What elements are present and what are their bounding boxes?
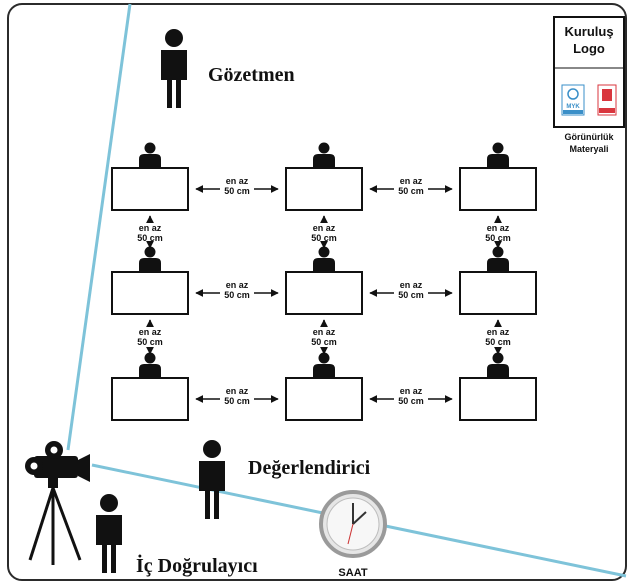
student-icon — [487, 246, 509, 272]
spacing-label-vertical-line2: 50 cm — [137, 337, 163, 347]
spacing-label-horizontal-line1: en az — [400, 176, 423, 186]
student-icon — [139, 142, 161, 168]
logo-caption-line2: Materyali — [569, 144, 608, 154]
internal-verifier-label: İç Doğrulayıcı — [136, 553, 258, 577]
spacing-label-horizontal-line1: en az — [400, 386, 423, 396]
desk — [459, 167, 537, 211]
student-icon — [313, 352, 335, 378]
desk — [111, 271, 189, 315]
student-icon — [139, 352, 161, 378]
spacing-label-vertical-line1: en az — [487, 327, 510, 337]
logo-line2: Logo — [573, 41, 605, 56]
spacing-label-horizontal-line1: en az — [226, 386, 249, 396]
spacing-label-vertical-line2: 50 cm — [485, 337, 511, 347]
spacing-label-horizontal-line1: en az — [226, 280, 249, 290]
logo-box: Kuruluş Logo MYK Görünürlük Materyali — [553, 16, 625, 154]
supervisor-label: Gözetmen — [208, 64, 295, 86]
spacing-label-vertical-line1: en az — [139, 223, 162, 233]
spacing-label-vertical-line1: en az — [313, 223, 336, 233]
camera-tripod-icon — [25, 441, 90, 565]
internal-verifier-person-icon — [96, 494, 122, 573]
red-badge-icon — [597, 84, 617, 116]
desk — [459, 377, 537, 421]
assessor-person-icon — [199, 440, 225, 519]
desk — [111, 167, 189, 211]
spacing-label-vertical-line2: 50 cm — [485, 233, 511, 243]
spacing-label-horizontal-line2: 50 cm — [224, 290, 250, 300]
spacing-label-vertical-line2: 50 cm — [311, 337, 337, 347]
supervisor-person-icon — [161, 29, 187, 108]
clock-label: SAAT — [338, 567, 367, 579]
spacing-label-horizontal-line1: en az — [400, 280, 423, 290]
student-icon — [139, 246, 161, 272]
myk-badge-icon: MYK — [561, 84, 585, 116]
spacing-label-horizontal-line2: 50 cm — [398, 396, 424, 406]
student-icon — [313, 246, 335, 272]
myk-badge-text: MYK — [566, 104, 580, 110]
spacing-label-horizontal-line2: 50 cm — [224, 186, 250, 196]
desk — [285, 167, 363, 211]
desk — [111, 377, 189, 421]
spacing-label-vertical-line1: en az — [139, 327, 162, 337]
spacing-label-vertical-line2: 50 cm — [311, 233, 337, 243]
student-icon — [487, 352, 509, 378]
spacing-label-horizontal-line2: 50 cm — [398, 186, 424, 196]
desk — [285, 377, 363, 421]
spacing-label-horizontal-line2: 50 cm — [224, 396, 250, 406]
student-icon — [313, 142, 335, 168]
logo-line1: Kuruluş — [564, 24, 613, 39]
spacing-label-vertical-line2: 50 cm — [137, 233, 163, 243]
room-border — [7, 3, 627, 581]
desk — [285, 271, 363, 315]
spacing-label-vertical-line1: en az — [313, 327, 336, 337]
desk — [459, 271, 537, 315]
spacing-label-horizontal-line2: 50 cm — [398, 290, 424, 300]
student-icon — [487, 142, 509, 168]
logo-caption-line1: Görünürlük — [565, 132, 615, 142]
assessor-label: Değerlendirici — [248, 457, 371, 479]
spacing-label-horizontal-line1: en az — [226, 176, 249, 186]
spacing-label-vertical-line1: en az — [487, 223, 510, 233]
camera-view-line-vertical — [66, 3, 132, 451]
wall-clock-icon — [319, 490, 387, 558]
